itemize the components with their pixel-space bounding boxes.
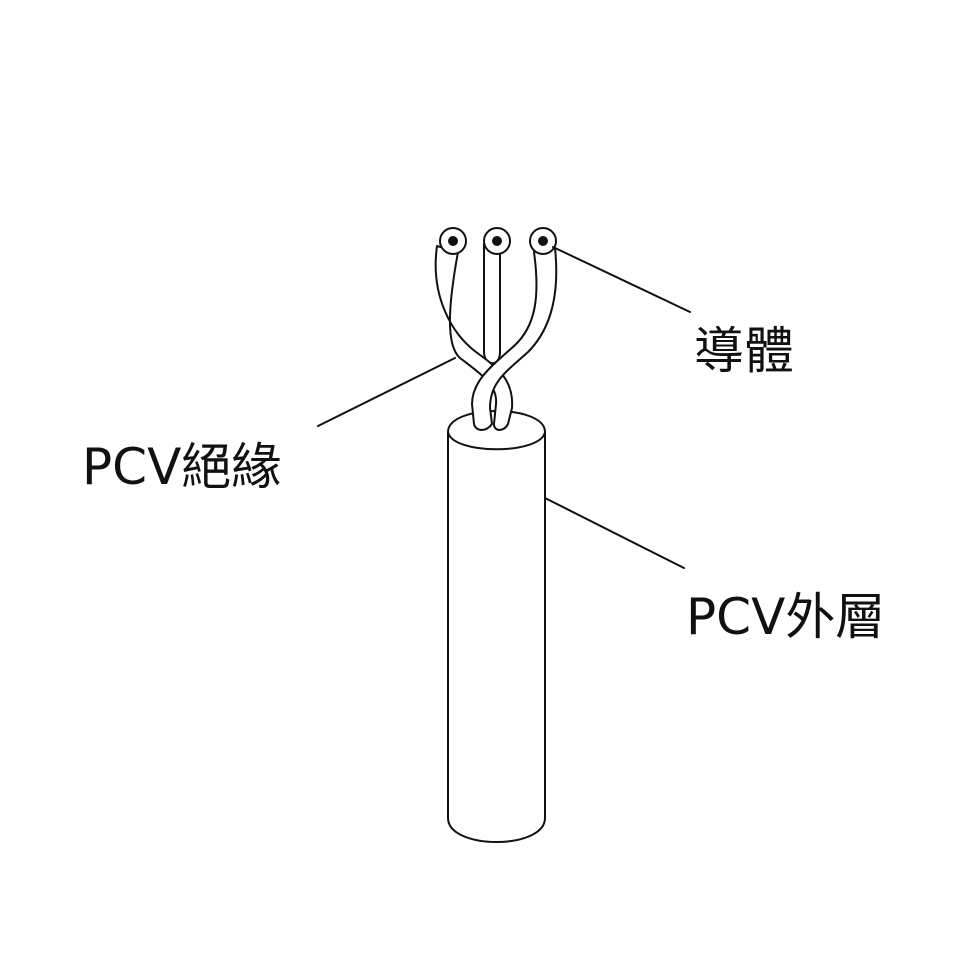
wire-right — [471, 247, 558, 431]
conductor-core-middle — [492, 236, 502, 246]
sheath-body — [447, 431, 546, 843]
sheath-top-rim-front — [447, 431, 546, 451]
conductor-core-right — [538, 236, 548, 246]
leader-lines — [317, 246, 691, 569]
label-conductor: 導體 — [694, 322, 794, 380]
leader-line-conductor — [552, 246, 691, 313]
conductor-core-left — [448, 236, 458, 246]
wire-middle — [483, 243, 501, 365]
label-outer-sheath: PCV外層 — [686, 588, 886, 646]
insulated-wires — [434, 243, 558, 431]
leader-line-sheath — [544, 497, 685, 569]
leader-line-insulation — [317, 357, 456, 427]
outer-sheath — [447, 410, 546, 843]
conductor-ends — [439, 227, 557, 255]
label-insulation: PCV絕緣 — [82, 438, 282, 496]
